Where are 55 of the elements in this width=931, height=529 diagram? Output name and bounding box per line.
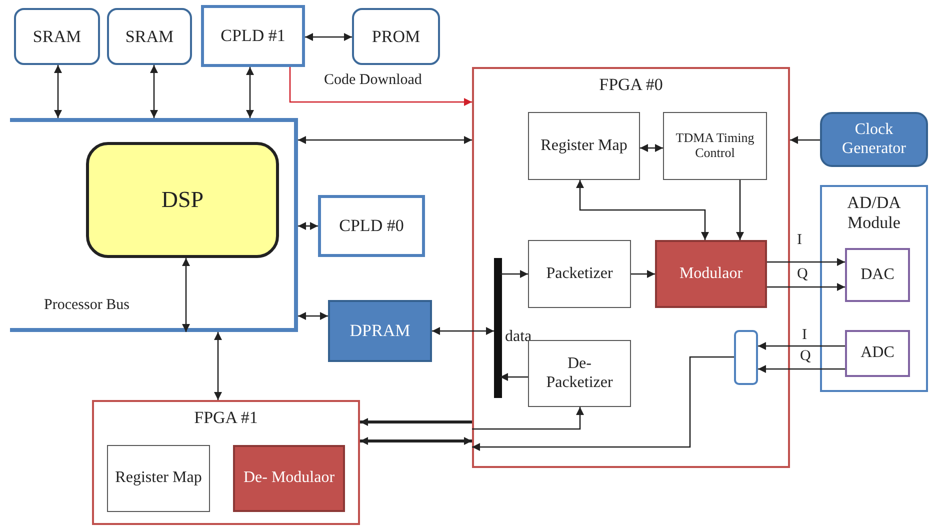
converter-box: ADC bbox=[845, 330, 910, 377]
arrow bbox=[767, 283, 845, 291]
arrow bbox=[790, 136, 820, 144]
arrow bbox=[214, 332, 222, 400]
arrow bbox=[298, 136, 472, 144]
arrow bbox=[289, 67, 472, 106]
logic-device-box: CPLD #1 bbox=[201, 5, 305, 67]
timing-block: TDMA Timing Control bbox=[663, 112, 767, 180]
memory-box: DPRAM bbox=[328, 300, 432, 362]
arrow bbox=[472, 356, 734, 451]
arrow bbox=[767, 258, 845, 266]
block-title: AD/DA Module bbox=[846, 193, 902, 232]
data-bus-bar bbox=[494, 258, 502, 398]
arrow bbox=[631, 270, 655, 278]
arrow bbox=[246, 67, 254, 118]
block-title: FPGA #1 bbox=[193, 408, 259, 428]
bus-label: Processor Bus bbox=[44, 296, 130, 314]
logic-device-box: CPLD #0 bbox=[318, 195, 425, 257]
modulator-block: Modulaor bbox=[655, 240, 767, 308]
arrow bbox=[150, 65, 158, 118]
memory-box: SRAM bbox=[107, 8, 192, 65]
register-block: Register Map bbox=[107, 445, 210, 512]
arrow bbox=[360, 437, 472, 445]
arrow bbox=[54, 65, 62, 118]
arrow bbox=[640, 144, 663, 152]
processor-box: DSP bbox=[86, 142, 279, 258]
arrow bbox=[758, 365, 845, 373]
memory-box: SRAM bbox=[14, 8, 100, 65]
arrow bbox=[500, 270, 528, 278]
register-block: Register Map bbox=[528, 112, 640, 180]
arrow bbox=[758, 342, 845, 350]
arrow bbox=[305, 33, 352, 41]
arrow bbox=[182, 258, 190, 332]
edge-label: Q bbox=[795, 266, 810, 282]
arrow bbox=[360, 418, 472, 426]
memory-box: PROM bbox=[352, 8, 440, 65]
block-title: FPGA #0 bbox=[598, 75, 664, 95]
converter-box: DAC bbox=[845, 248, 910, 302]
arrow bbox=[298, 312, 328, 320]
fpga-block bbox=[92, 400, 360, 525]
arrow bbox=[576, 180, 709, 240]
demodulator-block: De- Modulaor bbox=[233, 445, 345, 512]
arrow bbox=[432, 327, 494, 335]
fpga-block bbox=[472, 67, 790, 468]
depacketizer-block: De- Packetizer bbox=[528, 340, 631, 407]
clock-box: Clock Generator bbox=[820, 112, 928, 167]
packetizer-block: Packetizer bbox=[528, 240, 631, 308]
processor-bus bbox=[10, 118, 298, 332]
arrow bbox=[298, 222, 318, 230]
arrow bbox=[500, 373, 528, 381]
arrow bbox=[472, 407, 584, 430]
arrow bbox=[736, 180, 744, 240]
converter-module-panel bbox=[820, 185, 928, 392]
multiplexer-box bbox=[734, 330, 758, 385]
edge-label: Q bbox=[798, 348, 813, 364]
